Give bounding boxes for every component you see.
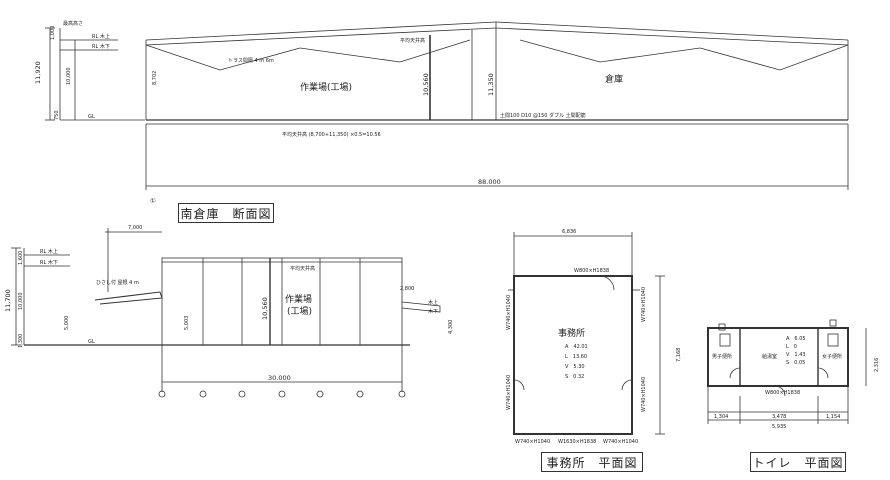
top-height-10560: 10,560 — [422, 73, 430, 96]
bl-rl-bottom: RL 木下 — [40, 259, 58, 266]
office-l-line: L 13.60 — [565, 354, 587, 360]
top-avg-formula: 平均天井高 (8,700+11,350) ×0.5=10.56 — [282, 131, 381, 138]
top-sub-dim-2: 10,000 — [66, 68, 72, 86]
bl-height: 10,560 — [261, 297, 269, 320]
toilet-room-center: 給湯室 — [762, 353, 777, 360]
top-sub-dim-4: 750 — [54, 110, 60, 120]
bl-right-bottom: 木下 — [428, 308, 438, 315]
office-right-win-bottom: W740×H1040 — [641, 377, 647, 412]
bl-top-dim: 7,000 — [128, 225, 142, 231]
top-section-title: 南倉庫 断面図 — [178, 203, 274, 223]
toilet-room-right: 女子便所 — [822, 353, 842, 360]
bl-total-width: 30.000 — [268, 374, 291, 382]
bl-left-height-dim: 11,700 — [4, 289, 12, 312]
top-room-storage: 倉庫 — [605, 73, 623, 85]
bl-sub-dim-3: 10,000 — [18, 293, 24, 311]
office-window-top: W800×H1838 — [574, 268, 609, 274]
office-right-win-top: W740×H1040 — [641, 287, 647, 322]
office-top-dim: 6,836 — [562, 229, 576, 235]
toilet-plan-drawing — [707, 319, 867, 424]
bottom-left-drawing — [11, 228, 441, 398]
office-plan-labels: 6,836 7,168 W800×H1838 W740×H1040 W740×H… — [506, 229, 682, 445]
top-truss-label: トラス間隔 4 m 6m — [228, 57, 274, 64]
top-avg-height-label: 平均天井高 — [400, 37, 425, 44]
toilet-dim-center: 3,478 — [772, 414, 786, 420]
top-sub-dim-3: 8,702 — [152, 71, 158, 85]
toilet-spec-v: V 1.43 — [786, 352, 806, 358]
toilet-spec-a: A 6.05 — [786, 336, 806, 342]
toilet-door: W800×H1838 — [765, 390, 800, 396]
office-left-win-top: W740×H1040 — [506, 295, 512, 330]
top-ridge-bottom: RL 木下 — [92, 43, 110, 50]
bl-rl-top: RL 木上 — [40, 248, 58, 255]
toilet-spec-l: L 0 — [786, 344, 797, 350]
top-section-labels: 11,920 1,000 10,000 8,702 750 最高高さ RL 木上… — [34, 20, 623, 205]
bl-right-dim: 2,800 — [400, 286, 414, 292]
top-height-11350: 11,350 — [487, 73, 495, 96]
bottom-left-labels: 11,700 1,600 5,000 10,000 1,300 RL 木上 RL… — [4, 225, 454, 382]
office-plan-drawing — [508, 232, 665, 435]
bl-right-top: 木上 — [428, 299, 438, 306]
toilet-dim-right: 1,154 — [826, 414, 840, 420]
top-ridge-top: RL 木上 — [92, 33, 110, 40]
bl-room-line2: (工場) — [287, 305, 312, 317]
bl-gl-label: GL — [88, 339, 95, 345]
office-a-line: A 42.01 — [565, 344, 588, 350]
toilet-room-left: 男子便所 — [712, 353, 732, 360]
office-bottom-left: W740×H1040 — [515, 439, 550, 445]
office-s-line: S 0.32 — [565, 374, 584, 380]
toilet-plan-labels: 2,316 男子便所 給湯室 女子便所 A 6.05 L 0 V 1.43 S … — [712, 336, 880, 430]
bl-room-line1: 作業場 — [285, 293, 312, 305]
toilet-spec-s: S 0.05 — [786, 360, 805, 366]
bl-avg-label: 平均天井高 — [290, 265, 315, 272]
toilet-dim-left: 1,304 — [714, 414, 728, 420]
bl-sub-dim-2: 5,000 — [64, 316, 70, 330]
top-roof-label: 最高高さ — [63, 20, 83, 27]
top-marker: ① — [150, 197, 156, 205]
top-section-drawing — [45, 21, 849, 190]
bl-right-dim2: 4,300 — [448, 320, 454, 334]
toilet-plan-title: トイレ 平面図 — [750, 452, 846, 472]
top-sub-dim-1: 1,000 — [50, 26, 56, 40]
top-gl-label: GL — [88, 114, 95, 120]
top-wall-label: 土間100 D10 @150 ダブル 土間配筋 — [500, 112, 586, 119]
office-left-win-bottom: W740×H1040 — [506, 375, 512, 410]
bl-canopy-label: ひさし付 屋根 4 m — [96, 279, 139, 286]
office-bottom-center: W1630×H1838 — [558, 439, 596, 445]
office-name: 事務所 — [558, 327, 585, 339]
axis-circles — [158, 390, 406, 398]
top-total-width: 88.000 — [478, 178, 501, 186]
office-v-line: V 5.30 — [565, 364, 585, 370]
top-room-workshop: 作業場(工場) — [300, 81, 352, 93]
toilet-total: 5,935 — [772, 424, 786, 430]
bl-sub-dim-4: 1,300 — [18, 334, 24, 348]
bl-sub-dim-1: 1,600 — [18, 251, 24, 265]
top-left-height-dim: 11,920 — [34, 61, 42, 84]
bl-inner-dim: 5,003 — [184, 316, 190, 330]
office-right-dim: 7,168 — [676, 348, 682, 362]
toilet-right-dim: 2,316 — [874, 358, 880, 372]
office-bottom-right: W740×H1040 — [603, 439, 638, 445]
office-plan-title: 事務所 平面図 — [541, 452, 643, 472]
